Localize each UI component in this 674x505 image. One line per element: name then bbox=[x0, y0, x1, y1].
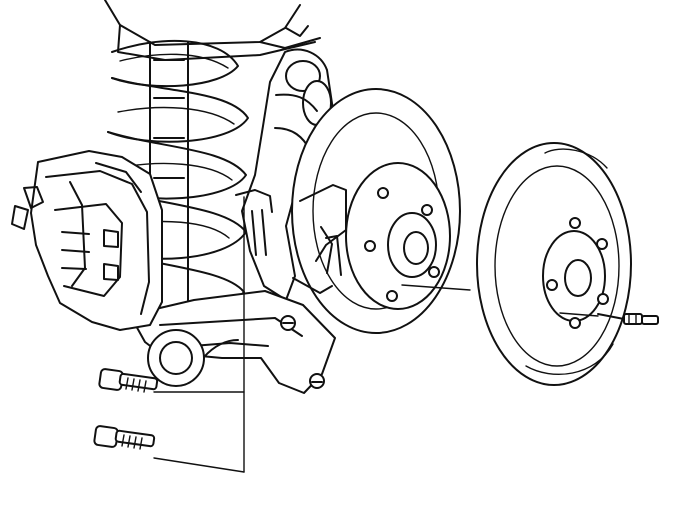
assembly-alignment-lines bbox=[153, 196, 599, 473]
rotor-retaining-screw bbox=[597, 313, 659, 325]
caliper-bolt-upper bbox=[98, 368, 159, 393]
fastener-details bbox=[235, 189, 325, 389]
caliper-bolt-lower bbox=[93, 425, 156, 450]
brake-caliper bbox=[11, 150, 163, 331]
hub-and-shield bbox=[291, 88, 461, 334]
brake-rotor bbox=[476, 142, 632, 386]
